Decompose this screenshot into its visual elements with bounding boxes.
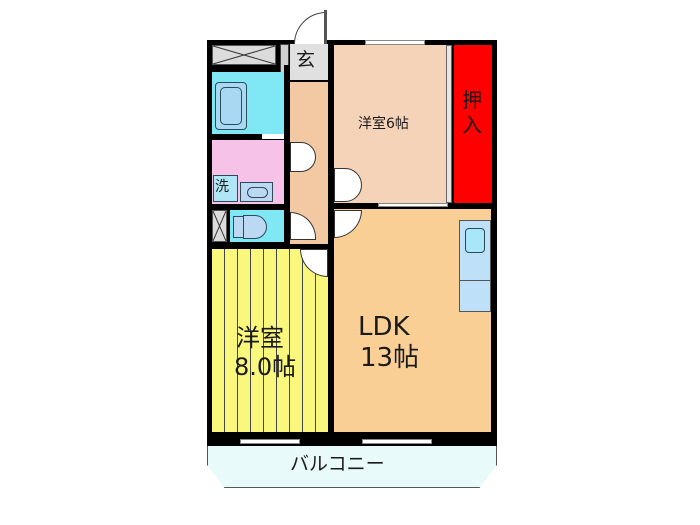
- room6-label: 洋室6帖: [358, 116, 409, 132]
- closet: [454, 45, 492, 203]
- closet-label-2: 入: [462, 113, 482, 137]
- storage-top-left: [212, 45, 276, 65]
- closet-label-1: 押: [462, 88, 482, 112]
- ldk-label-1: LDK: [358, 312, 410, 342]
- room8-label-1: 洋室: [236, 324, 284, 352]
- toilet-icon: [233, 214, 269, 239]
- closet-sliding[interactable]: [446, 45, 452, 203]
- storage-x-icon: [213, 46, 275, 64]
- stove-divider: [459, 280, 491, 281]
- bath-door[interactable]: [262, 134, 284, 139]
- room8-wall-top: [207, 244, 334, 249]
- ldk-label-2: 13帖: [360, 343, 420, 373]
- washer-box: [213, 175, 238, 202]
- entrance-area: [290, 44, 328, 80]
- sink-icon: [240, 182, 273, 202]
- room8-window: [240, 439, 300, 444]
- western-room-8: [212, 249, 328, 432]
- room6-window-top: [365, 40, 425, 45]
- toilet-storage: [212, 210, 227, 242]
- bath-wall-bottom: [212, 134, 262, 139]
- wash-wall-bottom: [207, 204, 291, 209]
- storage-x-icon: [213, 211, 226, 241]
- entrance-door-leaf: [324, 10, 327, 44]
- entrance-label: 玄: [296, 49, 316, 71]
- balcony-label: バルコニー: [290, 453, 385, 475]
- toilet-wall-right: [284, 140, 290, 245]
- room6-door[interactable]: [334, 168, 362, 202]
- washer-label: 洗: [215, 179, 229, 195]
- ldk-window: [362, 439, 432, 444]
- kitchen-sink-icon: [465, 228, 485, 253]
- balcony: [207, 446, 497, 488]
- washroom-door[interactable]: [290, 142, 316, 172]
- room8-door[interactable]: [300, 249, 328, 277]
- room6-window-bottom: [378, 203, 448, 207]
- entrance-door[interactable]: [294, 12, 326, 44]
- room8-label-2: 8.0帖: [234, 353, 297, 381]
- bath-wall-right: [284, 65, 290, 135]
- bathtub-icon: [215, 82, 247, 130]
